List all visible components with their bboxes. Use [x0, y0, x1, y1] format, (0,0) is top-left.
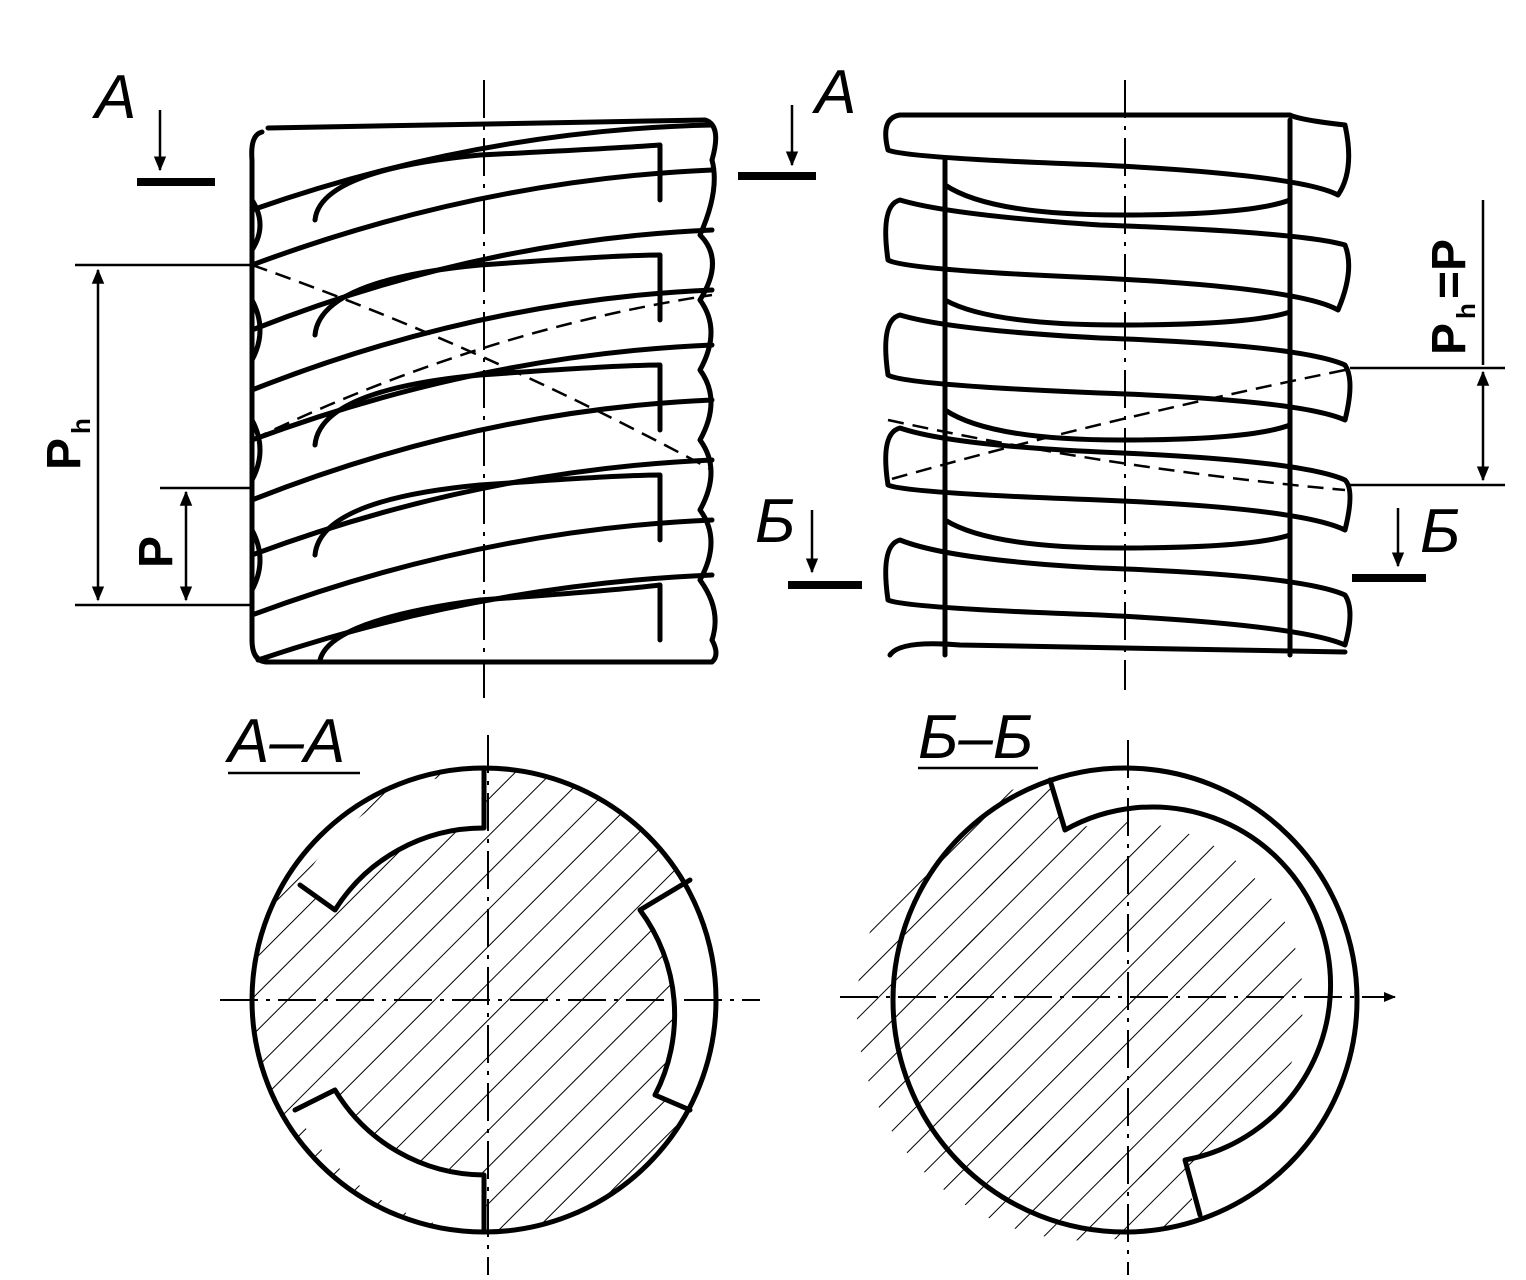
- pitch-label: P: [130, 536, 183, 568]
- cut-label-a-right: А: [811, 58, 856, 127]
- lead-label: P: [38, 438, 91, 470]
- section-a-a: А–А: [220, 707, 760, 1275]
- cut-label-b-left: Б: [755, 487, 795, 556]
- lead-label-sub: h: [66, 418, 96, 434]
- cut-label-b-right: Б: [1420, 497, 1460, 566]
- lead-equals-pitch-label: P: [1423, 323, 1476, 355]
- lead-equals-pitch-rest: =P: [1423, 239, 1476, 299]
- multi-start-thread-view: А А P h P: [38, 58, 856, 700]
- section-a-a-title: А–А: [224, 707, 345, 776]
- lead-equals-pitch-sub: h: [1451, 303, 1481, 319]
- section-b-b: Б–Б: [840, 703, 1396, 1275]
- single-start-thread-view: Б Б P h =P: [755, 80, 1505, 690]
- cut-label-a-left: А: [91, 63, 136, 132]
- section-b-b-title: Б–Б: [918, 703, 1033, 772]
